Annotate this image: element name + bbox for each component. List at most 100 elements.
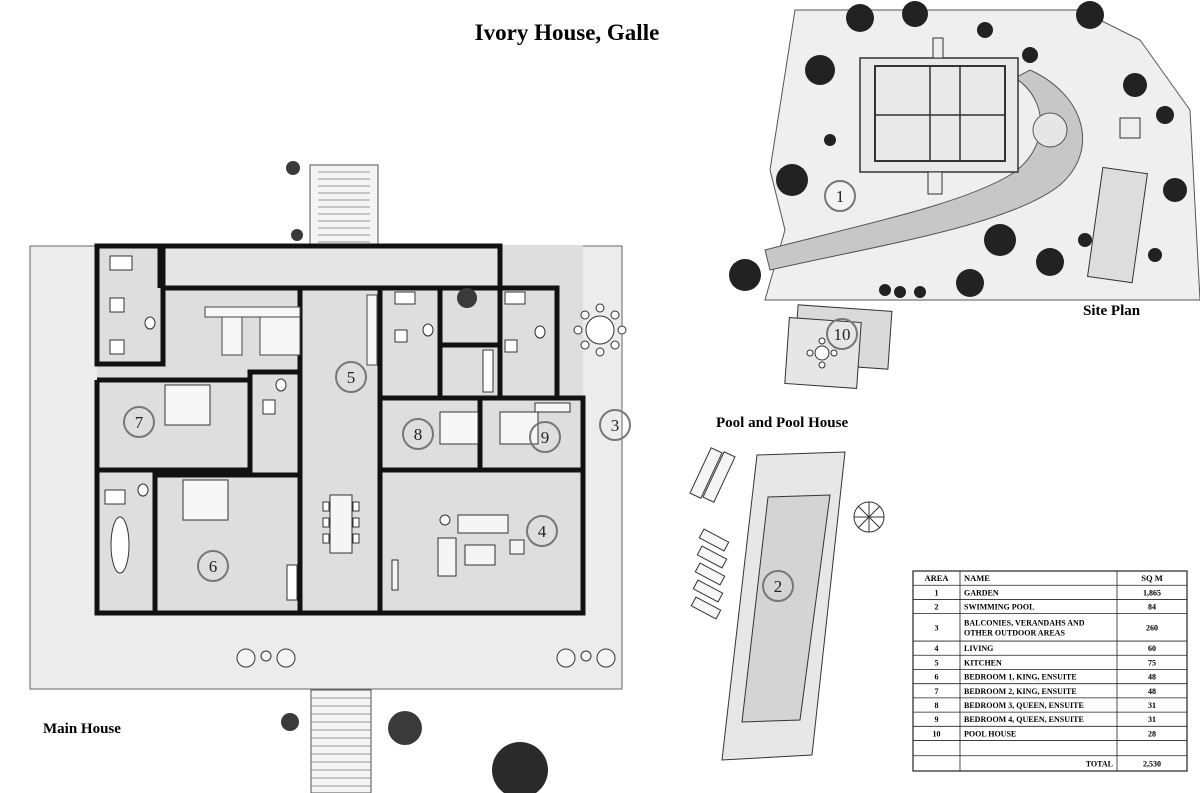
svg-text:1: 1	[836, 187, 845, 206]
tree	[914, 286, 926, 298]
pool-label: Pool and Pool House	[716, 415, 848, 431]
svg-text:3: 3	[611, 416, 620, 435]
dining-chair	[352, 533, 360, 544]
svg-text:2: 2	[774, 577, 783, 596]
main-house: 3 4 5 6 7 8 9 Main House	[29, 161, 631, 793]
table-cell-name: BEDROOM 2, KING, ENSUITE	[964, 687, 1077, 696]
bathroom-fixtures	[104, 255, 546, 601]
room-markers-main: 3 4 5 6 7 8 9	[123, 361, 631, 582]
table-header-name: NAME	[964, 573, 990, 583]
sun-lounger	[694, 562, 726, 586]
tree	[1022, 47, 1038, 63]
table-cell-name: BEDROOM 3, QUEEN, ENSUITE	[964, 701, 1084, 710]
living-furniture	[391, 514, 525, 591]
table-cell-area: 2	[935, 603, 939, 612]
room-marker-3: 3	[599, 409, 631, 441]
table-total-label: TOTAL	[1086, 759, 1113, 768]
tree	[977, 22, 993, 38]
dining-chair	[352, 517, 360, 528]
table-cell-sqm: 75	[1148, 658, 1156, 667]
tree	[984, 224, 1016, 256]
site-plan: 1 Site Plan	[729, 1, 1200, 319]
table-header-sqm: SQ M	[1141, 573, 1163, 583]
table-cell-name: OTHER OUTDOOR AREAS	[964, 628, 1065, 637]
svg-text:4: 4	[538, 522, 547, 541]
dining-chair	[322, 533, 330, 544]
table-cell-area: 7	[935, 687, 939, 696]
table-cell-area: 5	[935, 658, 939, 667]
dining-chair	[322, 501, 330, 512]
tree	[1123, 73, 1147, 97]
tree	[805, 55, 835, 85]
main-house-walls	[94, 243, 586, 616]
table-cell-sqm: 48	[1148, 687, 1156, 696]
sun-lounger	[690, 596, 722, 620]
pool: Pool and Pool House 2	[689, 415, 885, 761]
room-marker-2: 2	[762, 570, 794, 602]
table-cell-sqm: 31	[1148, 715, 1156, 724]
tree	[824, 134, 836, 146]
table-cell-sqm: 48	[1148, 673, 1156, 682]
tree	[1078, 233, 1092, 247]
main-house-label: Main House	[43, 721, 121, 737]
table-cell-name: POOL HOUSE	[964, 729, 1016, 738]
table-cell-area: 3	[935, 623, 939, 632]
table-cell-name: KITCHEN	[964, 658, 1002, 667]
pool-house: 10	[784, 304, 893, 389]
tree	[956, 269, 984, 297]
table-cell-sqm: 60	[1148, 644, 1156, 653]
table-cell-name: LIVING	[964, 644, 993, 653]
table-total-value: 2,530	[1143, 759, 1161, 768]
site-plan-label: Site Plan	[1083, 303, 1141, 319]
tree	[879, 284, 891, 296]
table-cell-area: 6	[935, 673, 939, 682]
svg-text:8: 8	[414, 425, 423, 444]
plan-title: Ivory House, Galle	[475, 20, 660, 45]
svg-text:7: 7	[135, 413, 144, 432]
shrubs	[281, 161, 548, 793]
sun-lounger	[696, 545, 728, 569]
beds	[164, 384, 571, 521]
sun-loungers	[690, 528, 730, 620]
tree	[1076, 1, 1104, 29]
table-cell-area: 10	[933, 729, 941, 738]
driveway	[764, 69, 1083, 271]
sun-lounger	[698, 528, 730, 552]
table-cell-sqm: 84	[1148, 603, 1156, 612]
tree	[1163, 178, 1187, 202]
tree	[894, 286, 906, 298]
tree	[846, 4, 874, 32]
dining-table	[322, 494, 360, 554]
sun-lounger	[692, 579, 724, 603]
svg-text:6: 6	[209, 557, 218, 576]
outdoor-table	[573, 303, 627, 357]
room-marker-10: 10	[826, 318, 858, 350]
room-marker-7: 7	[123, 406, 155, 438]
room-marker-5: 5	[335, 361, 367, 393]
table-cell-name: BALCONIES, VERANDAHS AND	[964, 618, 1085, 627]
table-cell-area: 8	[935, 701, 939, 710]
tree	[729, 259, 761, 291]
kitchen-counters	[204, 294, 378, 366]
tree	[1036, 248, 1064, 276]
table-cell-name: GARDEN	[964, 588, 999, 597]
dining-chair	[352, 501, 360, 512]
table-cell-name: BEDROOM 4, QUEEN, ENSUITE	[964, 715, 1084, 724]
svg-text:9: 9	[541, 428, 550, 447]
room-marker-6: 6	[197, 550, 229, 582]
front-stairs	[310, 689, 372, 793]
umbrella	[853, 501, 885, 533]
table-cell-name: SWIMMING POOL	[964, 603, 1034, 612]
table-cell-sqm: 28	[1148, 729, 1156, 738]
back-stairs	[309, 164, 379, 246]
table-header-area: AREA	[924, 573, 949, 583]
tree	[1156, 106, 1174, 124]
table-cell-sqm: 31	[1148, 701, 1156, 710]
svg-text:10: 10	[834, 325, 851, 344]
dining-chair	[322, 517, 330, 528]
verandah-chairs	[236, 648, 616, 668]
table-cell-area: 1	[935, 588, 939, 597]
table-cell-name: BEDROOM 1, KING, ENSUITE	[964, 673, 1077, 682]
